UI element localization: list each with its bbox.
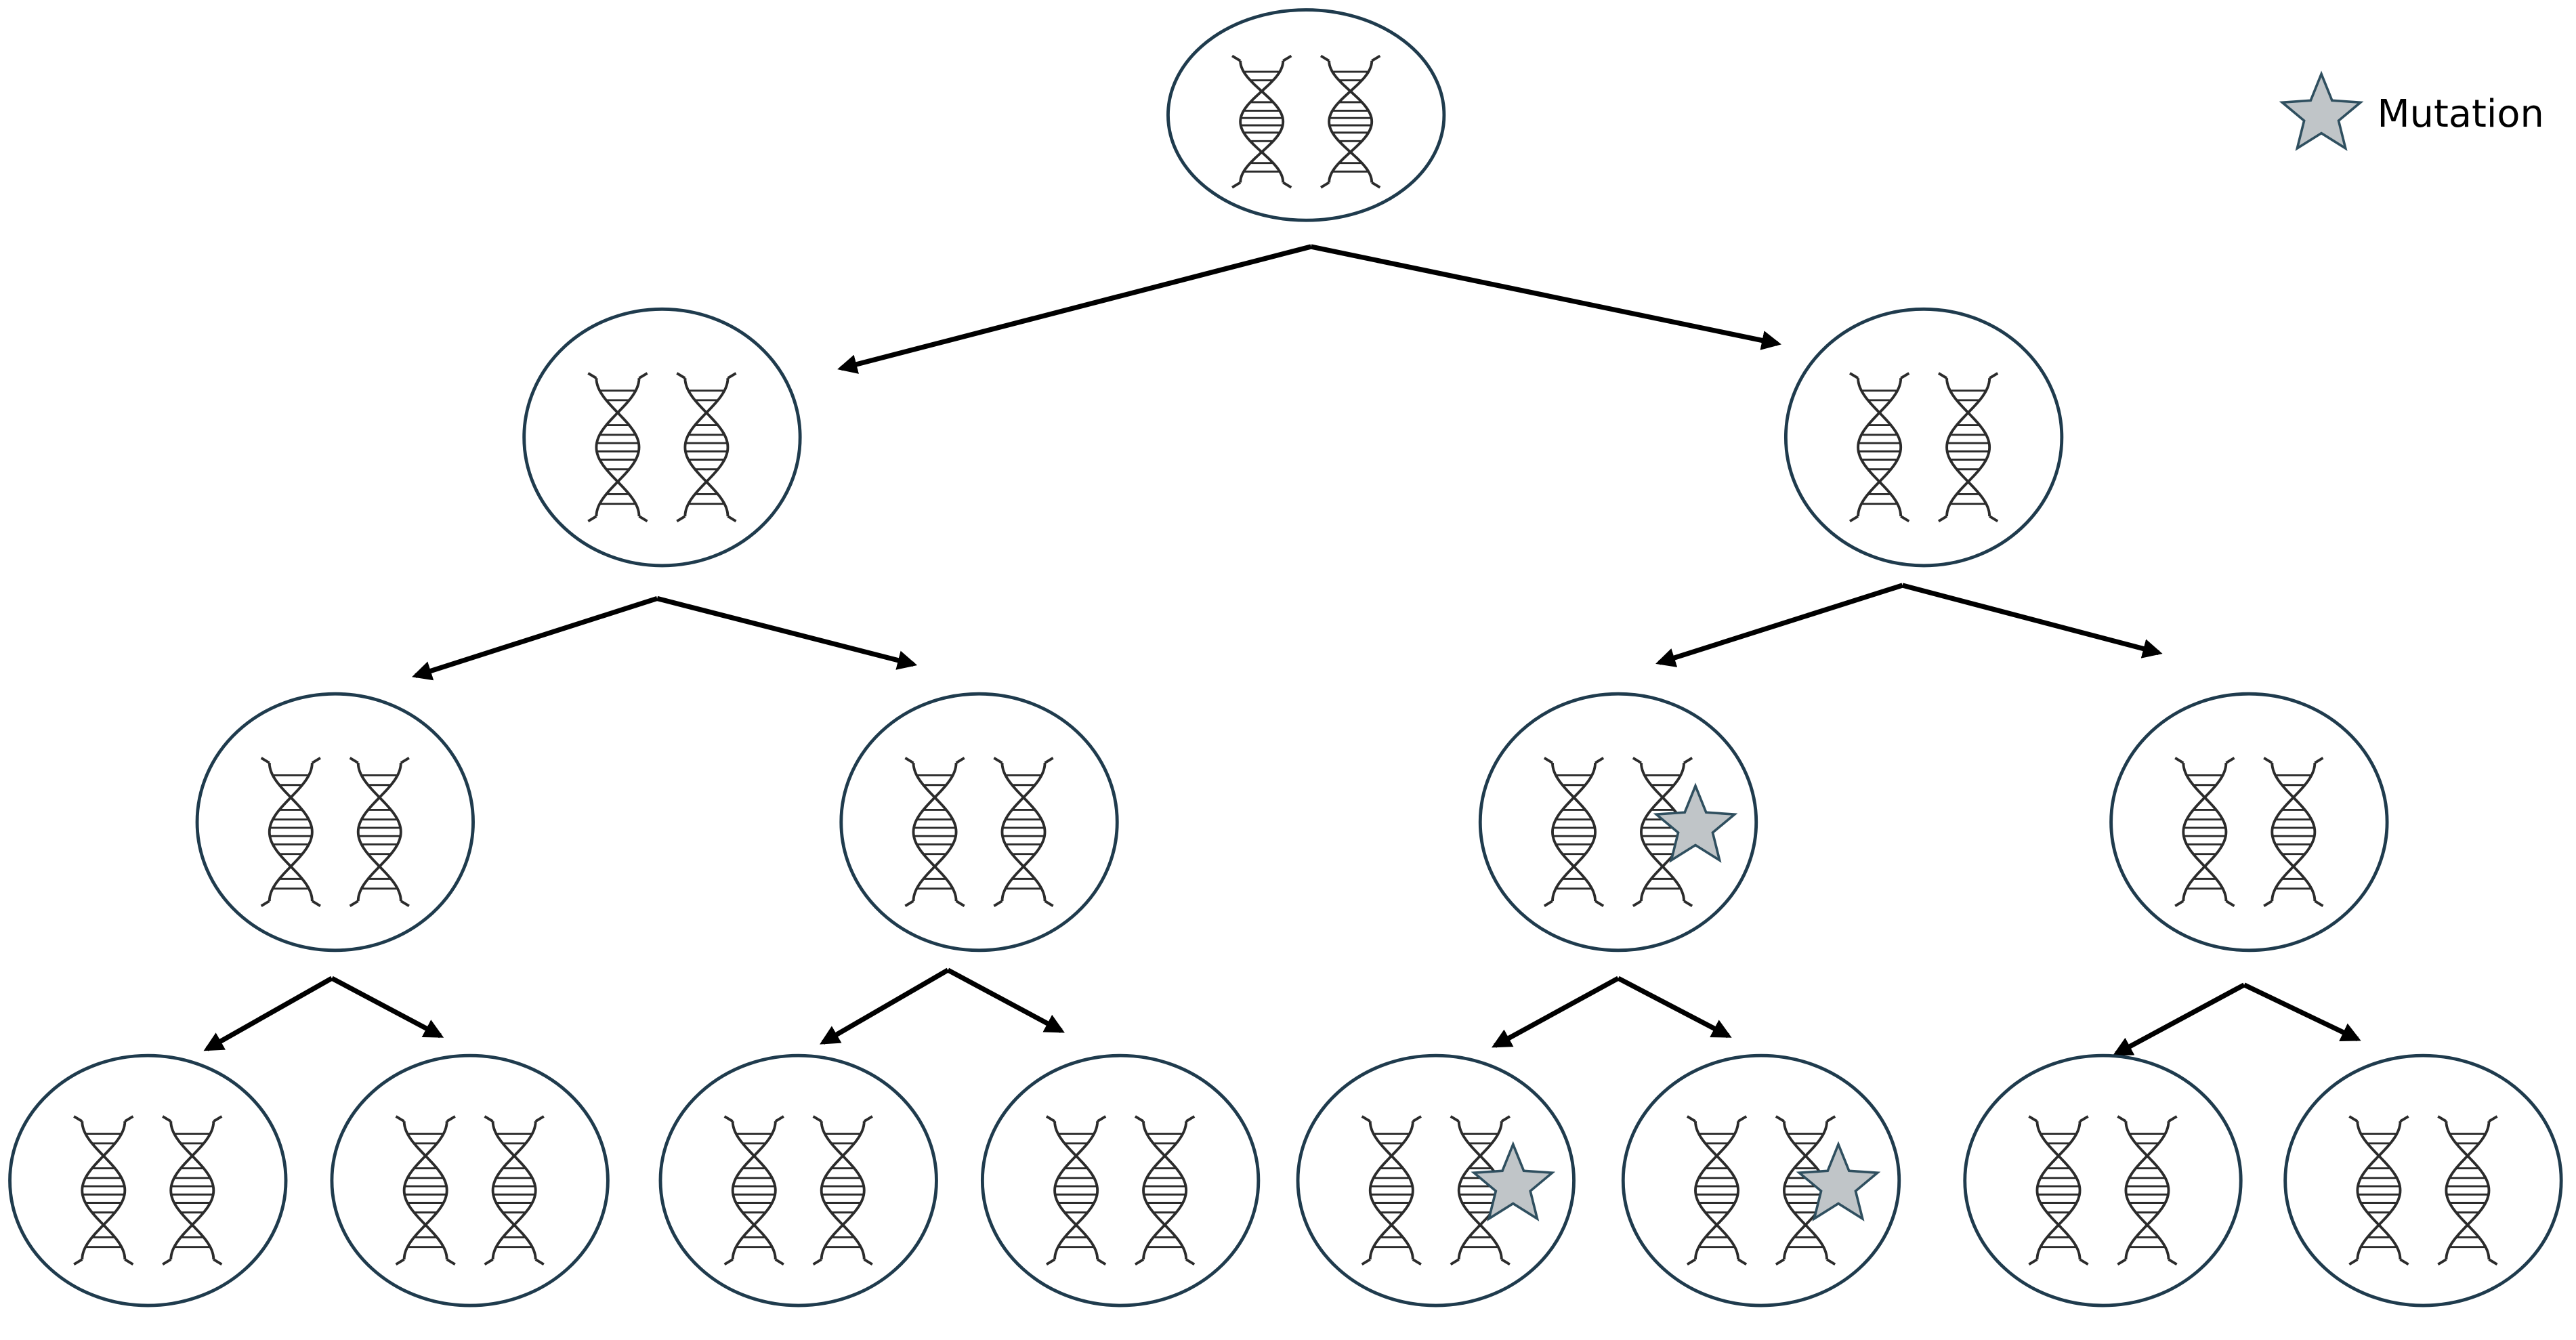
division-arrow	[837, 244, 1312, 374]
cell-outline	[522, 307, 802, 568]
dna-helix-icon	[73, 1115, 134, 1266]
cell	[330, 1053, 610, 1307]
mutation-star-icon	[1471, 1141, 1556, 1221]
division-arrows	[203, 244, 2361, 1056]
division-arrow	[1901, 583, 2163, 658]
cells	[8, 8, 2563, 1307]
cell	[2283, 1053, 2563, 1307]
cell-outline	[839, 692, 1119, 952]
cell-outline	[2109, 692, 2389, 952]
division-arrow	[1655, 583, 1903, 667]
cell-outline	[8, 1053, 288, 1307]
cell	[522, 307, 802, 568]
dna-helix-icon	[1134, 1115, 1196, 1266]
division-arrow	[2243, 982, 2361, 1042]
dna-helix-icon	[2028, 1115, 2089, 1266]
dna-helix-icon	[1543, 757, 1605, 907]
cell-outline	[1478, 692, 1758, 952]
dna-helix-icon	[587, 372, 648, 523]
cell	[1783, 307, 2064, 568]
dna-helix-icon	[2263, 757, 2324, 907]
cell-outline	[980, 1053, 1261, 1307]
cell	[1166, 8, 1446, 222]
cell	[1621, 1053, 1901, 1307]
mutation-star-icon	[1653, 782, 1738, 863]
division-arrow	[1617, 976, 1732, 1039]
dna-helix-icon	[260, 757, 321, 907]
legend: Mutation	[2279, 70, 2544, 151]
cell-outline	[658, 1053, 938, 1307]
cell	[8, 1053, 288, 1307]
dna-helix-icon	[2348, 1115, 2409, 1266]
dna-helix-icon	[1849, 372, 1910, 523]
dna-helix-icon	[2174, 757, 2235, 907]
cell-outline	[2283, 1053, 2563, 1307]
dna-helix-icon	[162, 1115, 223, 1266]
division-arrow	[1491, 976, 1620, 1048]
cell	[839, 692, 1119, 952]
dna-helix-icon	[1045, 1115, 1107, 1266]
dna-helix-icon	[349, 757, 410, 907]
dna-helix-icon	[2117, 1115, 2178, 1266]
dna-helix-icon	[993, 757, 1054, 907]
cell	[1478, 692, 1758, 952]
dna-helix-icon	[395, 1115, 456, 1266]
dna-helix-icon	[1361, 1115, 1422, 1266]
dna-helix-icon	[1320, 54, 1381, 189]
division-arrow	[1310, 244, 1781, 350]
cell-outline	[1166, 8, 1446, 222]
cell	[195, 692, 475, 952]
cell	[1963, 1053, 2243, 1307]
star-icon	[2279, 70, 2364, 151]
dna-helix-icon	[1686, 1115, 1748, 1266]
cell	[658, 1053, 938, 1307]
dna-helix-icon	[1632, 757, 1693, 907]
dna-helix-icon	[812, 1115, 873, 1266]
cell-outline	[330, 1053, 610, 1307]
dna-helix-icon	[723, 1115, 784, 1266]
cell-outline	[1783, 307, 2064, 568]
cell-outline	[1963, 1053, 2243, 1307]
division-arrow	[203, 976, 333, 1051]
division-arrow	[946, 967, 1065, 1033]
division-arrow	[2112, 982, 2245, 1056]
dna-helix-icon	[904, 757, 965, 907]
dna-helix-icon	[1231, 54, 1292, 189]
division-arrow	[331, 976, 444, 1039]
dna-helix-icon	[1937, 372, 1999, 523]
division-arrow	[820, 967, 950, 1045]
cell	[2109, 692, 2389, 952]
dna-helix-icon	[484, 1115, 545, 1266]
mutation-star-icon	[1796, 1141, 1881, 1221]
cell-outline	[195, 692, 475, 952]
division-arrow	[412, 595, 658, 681]
dna-helix-icon	[676, 372, 737, 523]
dna-helix-icon	[2437, 1115, 2498, 1266]
division-arrow	[656, 595, 918, 670]
cell	[980, 1053, 1261, 1307]
legend-label: Mutation	[2378, 92, 2544, 136]
cell	[1296, 1053, 1576, 1307]
